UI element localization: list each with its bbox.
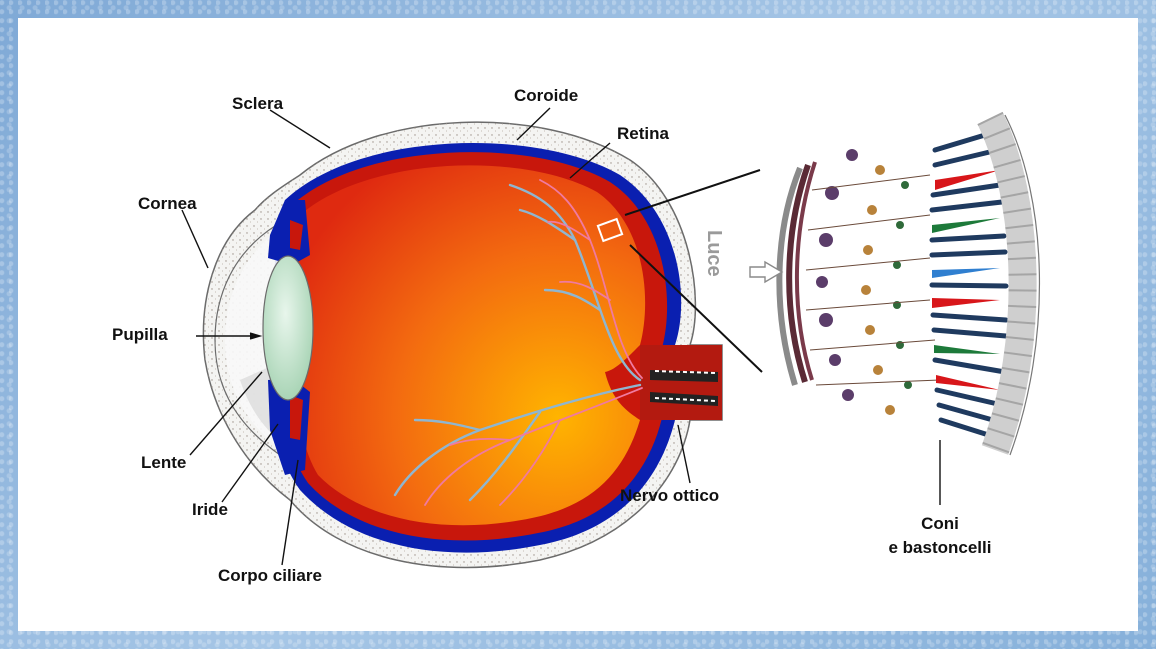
- cone-red: [936, 375, 1000, 390]
- label-sclera: Sclera: [232, 94, 283, 114]
- lens-shape: [263, 256, 313, 400]
- label-pupilla: Pupilla: [112, 325, 168, 345]
- label-cornea: Cornea: [138, 194, 197, 214]
- optic-nerve: [640, 345, 722, 420]
- cone-red: [932, 298, 1000, 308]
- cone-blue: [932, 268, 1000, 278]
- label-coni-line1: Coni: [872, 512, 1008, 536]
- label-corpo-ciliare: Corpo ciliare: [218, 566, 322, 586]
- retina-closeup: [750, 115, 1039, 455]
- label-lente: Lente: [141, 453, 186, 473]
- label-retina: Retina: [617, 124, 669, 144]
- label-luce: Luce: [702, 230, 725, 277]
- cone-green: [934, 345, 1000, 354]
- vitreous-body: [295, 165, 645, 525]
- label-coni-line2: e bastoncelli: [872, 536, 1008, 560]
- label-nervo-ottico: Nervo ottico: [620, 486, 719, 506]
- label-iride: Iride: [192, 500, 228, 520]
- label-coroide: Coroide: [514, 86, 578, 106]
- label-coni-e-bastoncelli: Coni e bastoncelli: [872, 512, 1008, 560]
- cone-green: [932, 218, 1000, 233]
